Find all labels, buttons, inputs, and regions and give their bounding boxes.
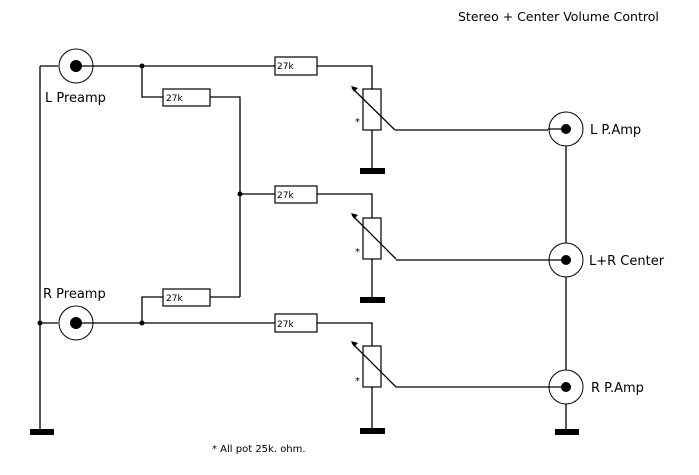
ground-symbol: [360, 428, 385, 434]
pot-marker: *: [355, 376, 360, 387]
r-pamp-label: R P.Amp: [591, 381, 644, 396]
wire: [141, 296, 163, 323]
left-signal-path: 27k 27k: [76, 56, 373, 297]
wiper-arrow-icon: [351, 213, 358, 219]
wire: [317, 322, 373, 346]
wiper-arrow-icon: [351, 86, 358, 92]
wiper-arrow-icon: [351, 341, 358, 347]
resistor-series-right-value: 27k: [277, 320, 294, 330]
wire: [141, 66, 163, 98]
ground-symbol: [360, 297, 385, 303]
resistor-series-center-value: 27k: [277, 191, 294, 201]
resistor-mix-right-value: 27k: [166, 294, 183, 304]
wire: [317, 193, 373, 218]
center-signal-path: 27k: [237, 185, 373, 218]
pot-body: [362, 345, 382, 388]
pot-marker: *: [355, 247, 360, 258]
right-signal-path: 27k 27k: [76, 288, 373, 346]
wire: [351, 342, 397, 388]
r-preamp-label: R Preamp: [43, 287, 106, 302]
wire: [210, 96, 241, 297]
pot-body: [362, 217, 382, 260]
l-preamp-label: L Preamp: [45, 91, 106, 106]
wire: [351, 87, 396, 131]
pot-value-footnote: * All pot 25k. ohm.: [212, 444, 306, 455]
ground-symbol: [360, 168, 385, 174]
pot-marker: *: [355, 117, 360, 128]
diagram-title: Stereo + Center Volume Control: [458, 9, 659, 24]
potentiometer-right: *: [351, 341, 548, 434]
wire: [317, 65, 373, 89]
l-pamp-label: L P.Amp: [590, 123, 641, 138]
potentiometer-center: *: [351, 213, 548, 303]
l-pamp-jack: L P.Amp: [548, 111, 641, 147]
r-pamp-jack: R P.Amp: [548, 369, 644, 405]
ground-symbol: [555, 429, 579, 435]
ground-symbol: [30, 429, 54, 435]
input-ground-bus: [30, 65, 58, 435]
r-preamp-jack: R Preamp: [43, 287, 106, 341]
l-preamp-jack: L Preamp: [45, 48, 106, 106]
junction-node: [37, 320, 43, 326]
pot-body: [362, 88, 382, 131]
center-jack: L+R Center: [548, 242, 665, 278]
wire: [351, 214, 397, 260]
resistor-series-left-value: 27k: [277, 62, 294, 72]
potentiometer-left: *: [351, 86, 548, 174]
center-label: L+R Center: [589, 254, 665, 269]
resistor-mix-left-value: 27k: [166, 94, 183, 104]
